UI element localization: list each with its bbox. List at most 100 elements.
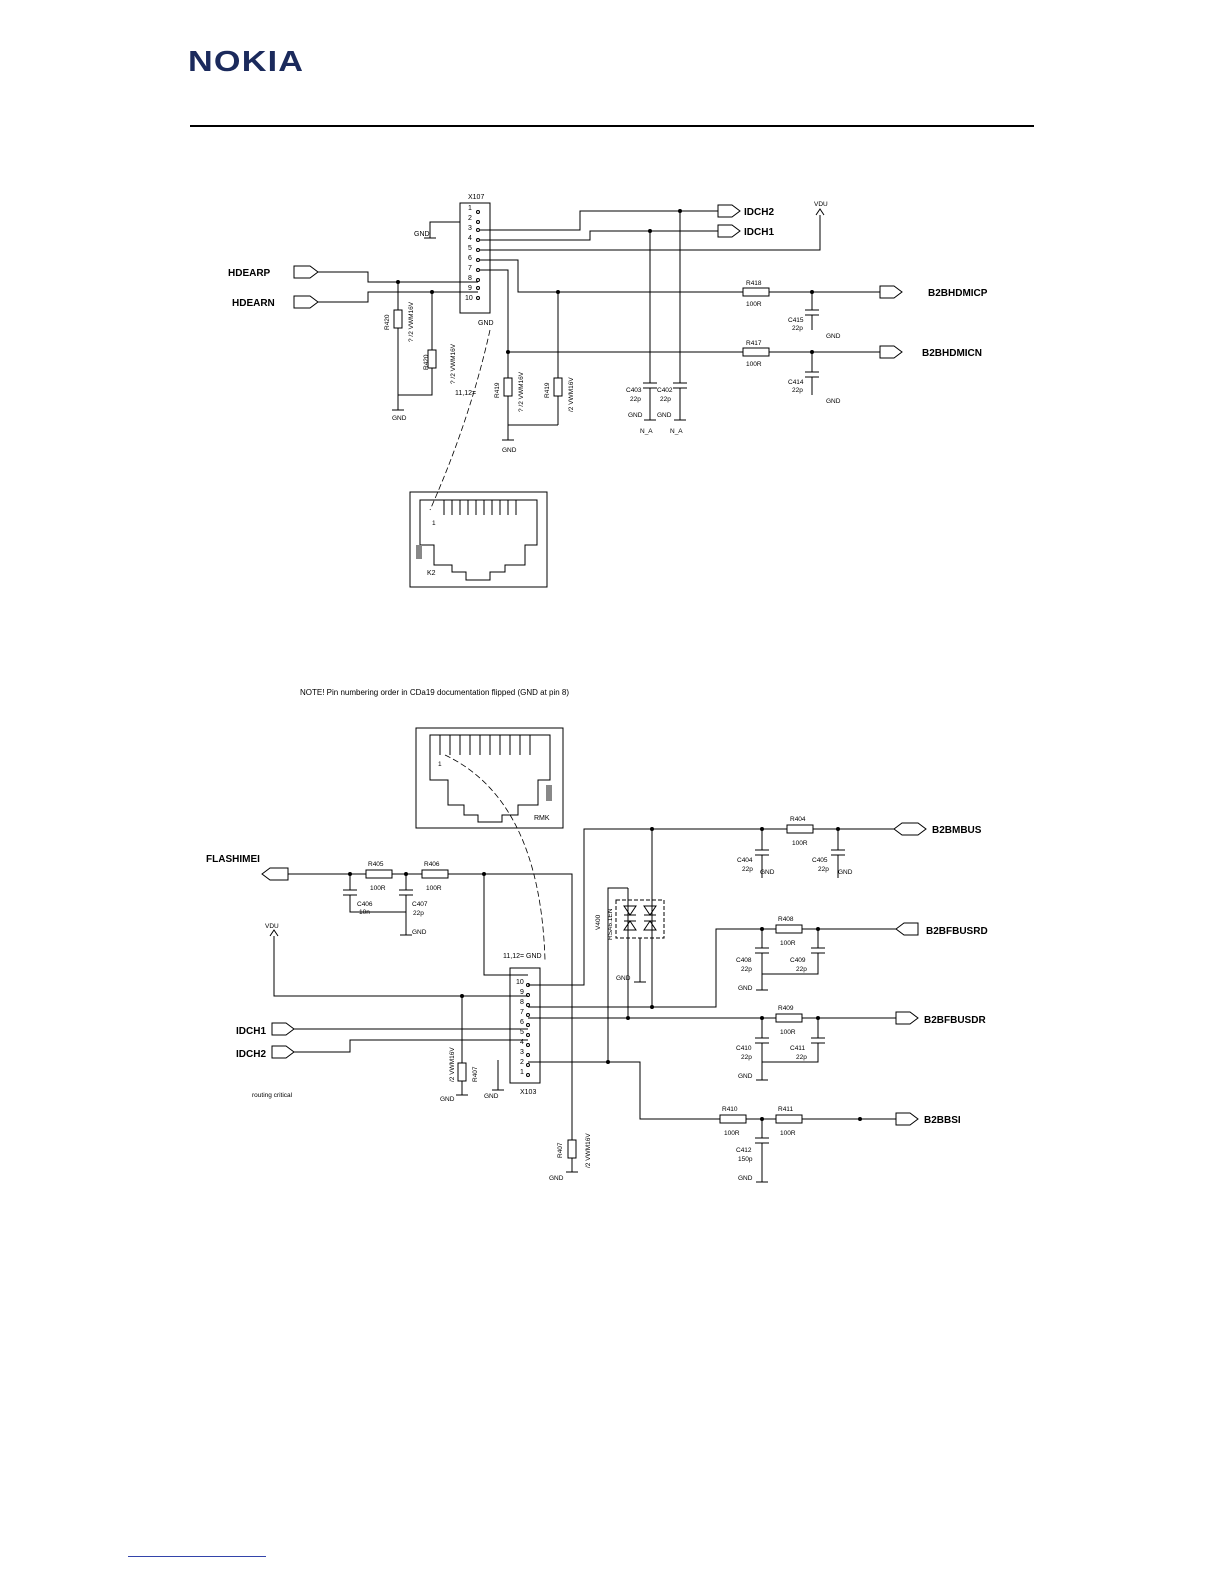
c408-ref: C408 — [736, 957, 752, 964]
idch2-port — [271, 1045, 295, 1059]
b2bhdmicp-port — [879, 285, 903, 299]
b2bfbusdr-port — [895, 1011, 919, 1025]
r406-value: 100R — [426, 885, 442, 892]
varistor-r420a — [393, 309, 403, 329]
net-b2bfbusdr: B2BFBUSDR — [924, 1015, 986, 1026]
r407a-value: /2 VWM16V — [449, 1047, 456, 1082]
r419b-value: /2 VWM16V — [568, 377, 575, 412]
r410-value: 100R — [724, 1130, 740, 1137]
r407a-ref: R407 — [472, 1066, 479, 1082]
rmk-pin1: 1 — [438, 761, 442, 768]
gnd-label: GND — [657, 412, 672, 419]
x107-pin-label: 2 — [468, 215, 472, 222]
x103-pins — [526, 983, 530, 1077]
x107-pin-label: 6 — [468, 255, 472, 262]
c403-value: 22p — [630, 396, 641, 403]
gnd-label: GND — [412, 929, 427, 936]
c411-value: 22p — [796, 1054, 807, 1061]
x107-pin-label: 3 — [468, 225, 472, 232]
c410-value: 22p — [741, 1054, 752, 1061]
gnd-label: GND — [414, 231, 430, 238]
bottom-schematic: 1 RMK X103 11,12= GND 10 9 8 7 6 5 4 3 2… — [206, 727, 988, 1183]
net-flashimei: FLASHIMEI — [206, 854, 260, 865]
connector-x107-ref: X107 — [468, 194, 484, 201]
hdearp-port — [293, 265, 319, 279]
b2bfbusrd-port — [895, 922, 919, 936]
net-hdearn: HDEARN — [232, 298, 275, 309]
connector-x103-ref: X103 — [520, 1089, 536, 1096]
gnd-label: GND — [838, 869, 853, 876]
x107-pins — [476, 210, 480, 300]
resistor-r410 — [719, 1114, 747, 1124]
c412-value: 150p — [738, 1156, 753, 1163]
r405-value: 100R — [370, 885, 386, 892]
c415-value: 22p — [792, 325, 803, 332]
net-b2bbsi: B2BBSI — [924, 1115, 961, 1126]
r406-ref: R406 — [424, 861, 440, 868]
c404-value: 22p — [742, 866, 753, 873]
flashimei-port — [261, 867, 289, 881]
c407-ref: C407 — [412, 901, 428, 908]
c411-ref: C411 — [790, 1045, 805, 1052]
c405-ref: C405 — [812, 857, 828, 864]
idch2-port — [717, 204, 741, 218]
dashed-link-rmk — [444, 754, 546, 961]
r407b-ref: R407 — [557, 1142, 564, 1158]
gnd-label: GND — [738, 1175, 753, 1182]
top-schematic: X107 1 2 3 4 5 6 7 8 9 10 GND 11,12= — [228, 194, 988, 588]
pin-order-note: NOTE! Pin numbering order in CDa19 docum… — [300, 688, 570, 697]
r420b-value: ? /2 VWM16V — [450, 343, 457, 384]
varistor-r407b — [567, 1139, 577, 1159]
c415-ref: C415 — [788, 317, 804, 324]
x103-pin-label: 6 — [520, 1019, 524, 1026]
x107-pin-label: 4 — [468, 235, 472, 242]
x103-pin-label: 3 — [520, 1049, 524, 1056]
c414-value: 22p — [792, 387, 803, 394]
idch1-port — [717, 224, 741, 238]
x107-pin-label: 7 — [468, 265, 472, 272]
c402-ref: C402 — [657, 387, 673, 394]
routing-critical-note: routing critical — [252, 1092, 293, 1099]
r404-ref: R404 — [790, 816, 806, 823]
diode-array-v400 — [607, 829, 665, 1062]
r419a-value: ? /2 VWM16V — [518, 371, 525, 412]
hdearn-port — [293, 295, 319, 309]
x103-pin-label: 5 — [520, 1029, 524, 1036]
v400-ref: V400 — [595, 914, 602, 930]
x103-pin-label: 10 — [516, 979, 524, 986]
c408-value: 22p — [741, 966, 752, 973]
r411-ref: R411 — [778, 1106, 793, 1113]
r418-ref: R418 — [746, 280, 762, 287]
net-idch2: IDCH2 — [236, 1049, 266, 1060]
resistor-r408 — [775, 924, 803, 934]
b2bhdmicn-port — [879, 345, 903, 359]
resistor-r418 — [742, 287, 770, 297]
jack-k2: 1 K2 — [409, 491, 548, 588]
net-b2bhdmicp: B2BHDMICP — [928, 288, 988, 299]
resistor-r409 — [775, 1013, 803, 1023]
c404-ref: C404 — [737, 857, 753, 864]
net-b2bfbusrd: B2BFBUSRD — [926, 926, 988, 937]
net-hdearp: HDEARP — [228, 268, 271, 279]
gnd-label: GND — [484, 1093, 499, 1100]
rmk-ref: RMK — [534, 815, 550, 822]
r419b-ref: R419 — [544, 382, 551, 398]
r408-value: 100R — [780, 940, 796, 947]
resistor-r411 — [775, 1114, 803, 1124]
net-idch1: IDCH1 — [236, 1026, 266, 1037]
r409-ref: R409 — [778, 1005, 794, 1012]
c402-value: 22p — [660, 396, 671, 403]
varistor-r419b — [553, 377, 563, 397]
b2bbsi-port — [895, 1112, 919, 1126]
r419a-ref: R419 — [494, 382, 501, 398]
c406-ref: C406 — [357, 901, 373, 908]
c410-ref: C410 — [736, 1045, 752, 1052]
r410-ref: R410 — [722, 1106, 738, 1113]
gnd-label: GND — [440, 1096, 455, 1103]
c412-ref: C412 — [736, 1147, 752, 1154]
net-vdu: VDU — [814, 201, 828, 208]
dashed-link-k2 — [429, 329, 491, 511]
c407-value: 22p — [413, 910, 424, 917]
